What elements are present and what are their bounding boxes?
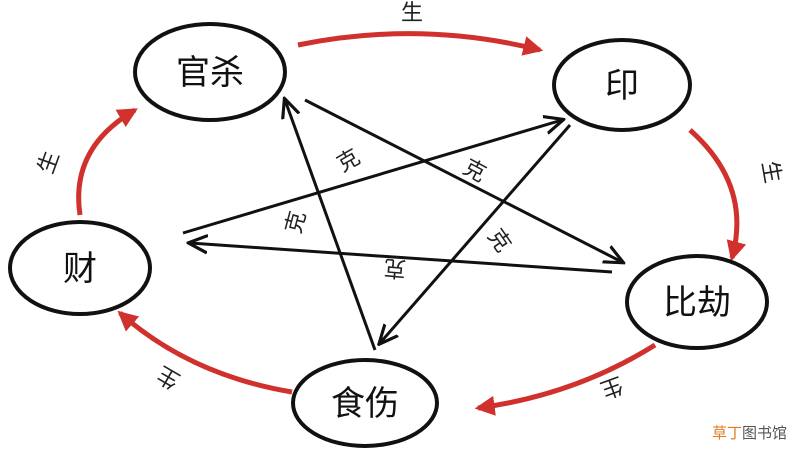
control-arrow-cai-to-yin xyxy=(182,120,562,235)
generate-arrow-bijie-to-shishang xyxy=(474,342,657,416)
node-bijie: 比劫 xyxy=(625,254,769,350)
control-label-upper-right: 克 xyxy=(459,155,490,187)
generate-arrow-guansha-to-yin xyxy=(297,31,544,56)
node-label-bijie: 比劫 xyxy=(663,283,731,323)
node-label-yin: 印 xyxy=(605,66,639,106)
control-arrow-yin-to-shishang xyxy=(380,124,572,343)
node-label-shishang: 食伤 xyxy=(331,384,399,424)
generate-label-bottom-left: 生 xyxy=(153,360,185,393)
generate-arrow-yin-to-bijie xyxy=(688,128,747,262)
watermark-part-a: 草丁 xyxy=(711,424,742,442)
node-guansha: 官杀 xyxy=(133,22,287,122)
generate-label-top: 生 xyxy=(401,1,423,26)
control-arrow-guansha-to-bijie xyxy=(304,98,622,262)
node-yin: 印 xyxy=(552,38,692,132)
control-arrow-bijie-to-cai xyxy=(190,243,613,274)
node-label-guansha: 官杀 xyxy=(176,53,244,93)
control-arrow-shishang-to-guansha xyxy=(285,100,377,351)
node-label-cai: 财 xyxy=(63,249,97,289)
control-label-bottom: 克 xyxy=(383,254,407,281)
control-label-middle-left: 克 xyxy=(282,209,312,237)
control-label-middle-right: 克 xyxy=(482,225,515,257)
generate-arrow-shishang-to-cai xyxy=(117,310,293,395)
control-label-upper-left: 克 xyxy=(333,145,365,178)
watermark-part-b: 图书馆 xyxy=(741,424,787,442)
watermark: 草丁图书馆 xyxy=(708,421,790,444)
generate-label-left: 生 xyxy=(34,148,65,177)
node-cai: 财 xyxy=(8,220,152,316)
generate-arrow-cai-to-guansha xyxy=(76,107,138,216)
generate-label-right: 生 xyxy=(756,159,784,185)
node-shishang: 食伤 xyxy=(291,358,439,448)
